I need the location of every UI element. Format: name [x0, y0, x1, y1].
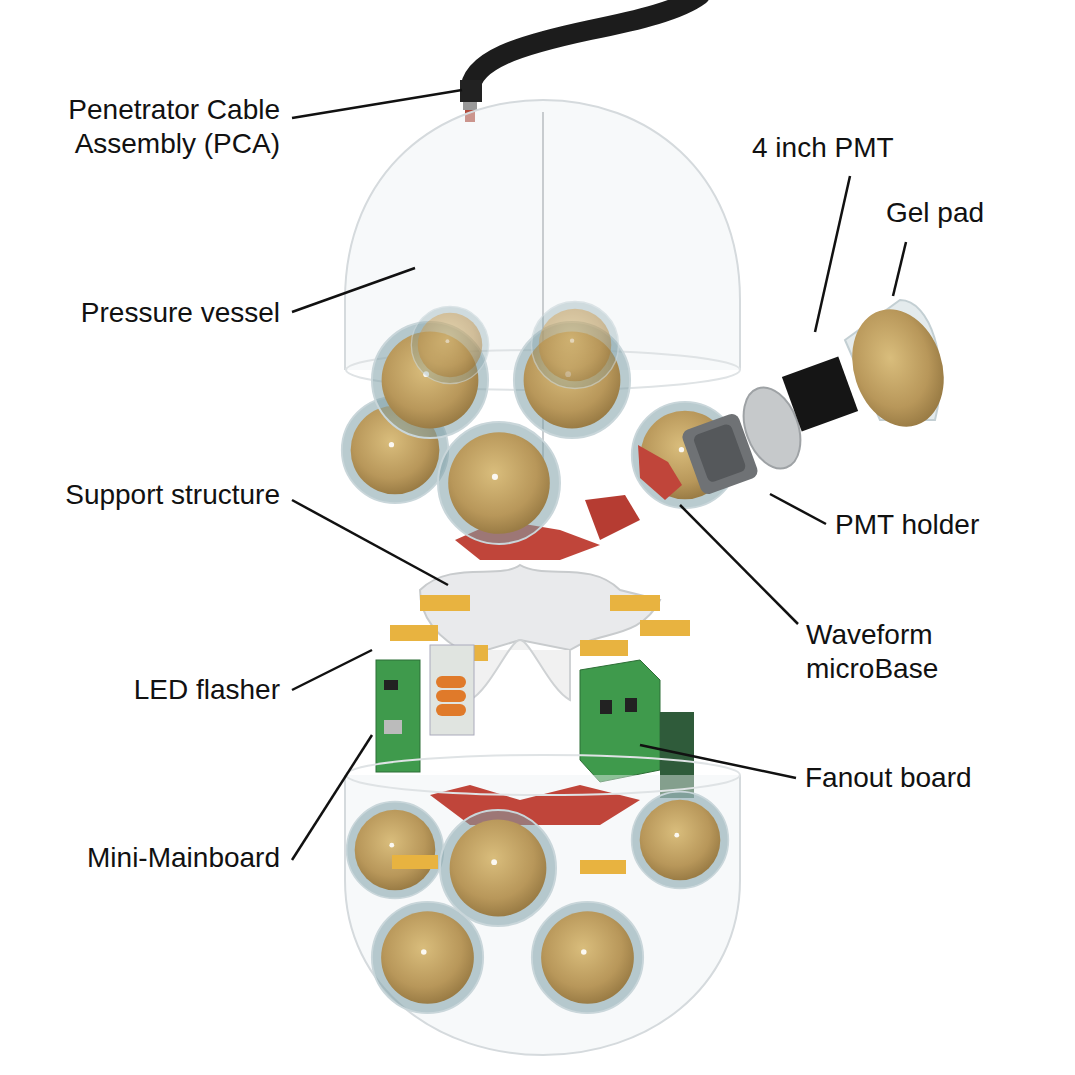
part-label: Penetrator Cable Assembly (PCA) — [0, 93, 280, 160]
part-label: Waveform microBase — [806, 618, 1006, 685]
part-label: PMT holder — [835, 508, 1067, 542]
part-label: Mini-Mainboard — [0, 841, 280, 875]
part-label: Fanout board — [805, 761, 1067, 795]
part-label: 4 inch PMT — [752, 131, 992, 165]
part-label: Support structure — [0, 478, 280, 512]
leader-lines — [292, 90, 906, 860]
part-label: LED flasher — [0, 673, 280, 707]
part-label: Pressure vessel — [0, 296, 280, 330]
part-label: Gel pad — [886, 196, 1066, 230]
